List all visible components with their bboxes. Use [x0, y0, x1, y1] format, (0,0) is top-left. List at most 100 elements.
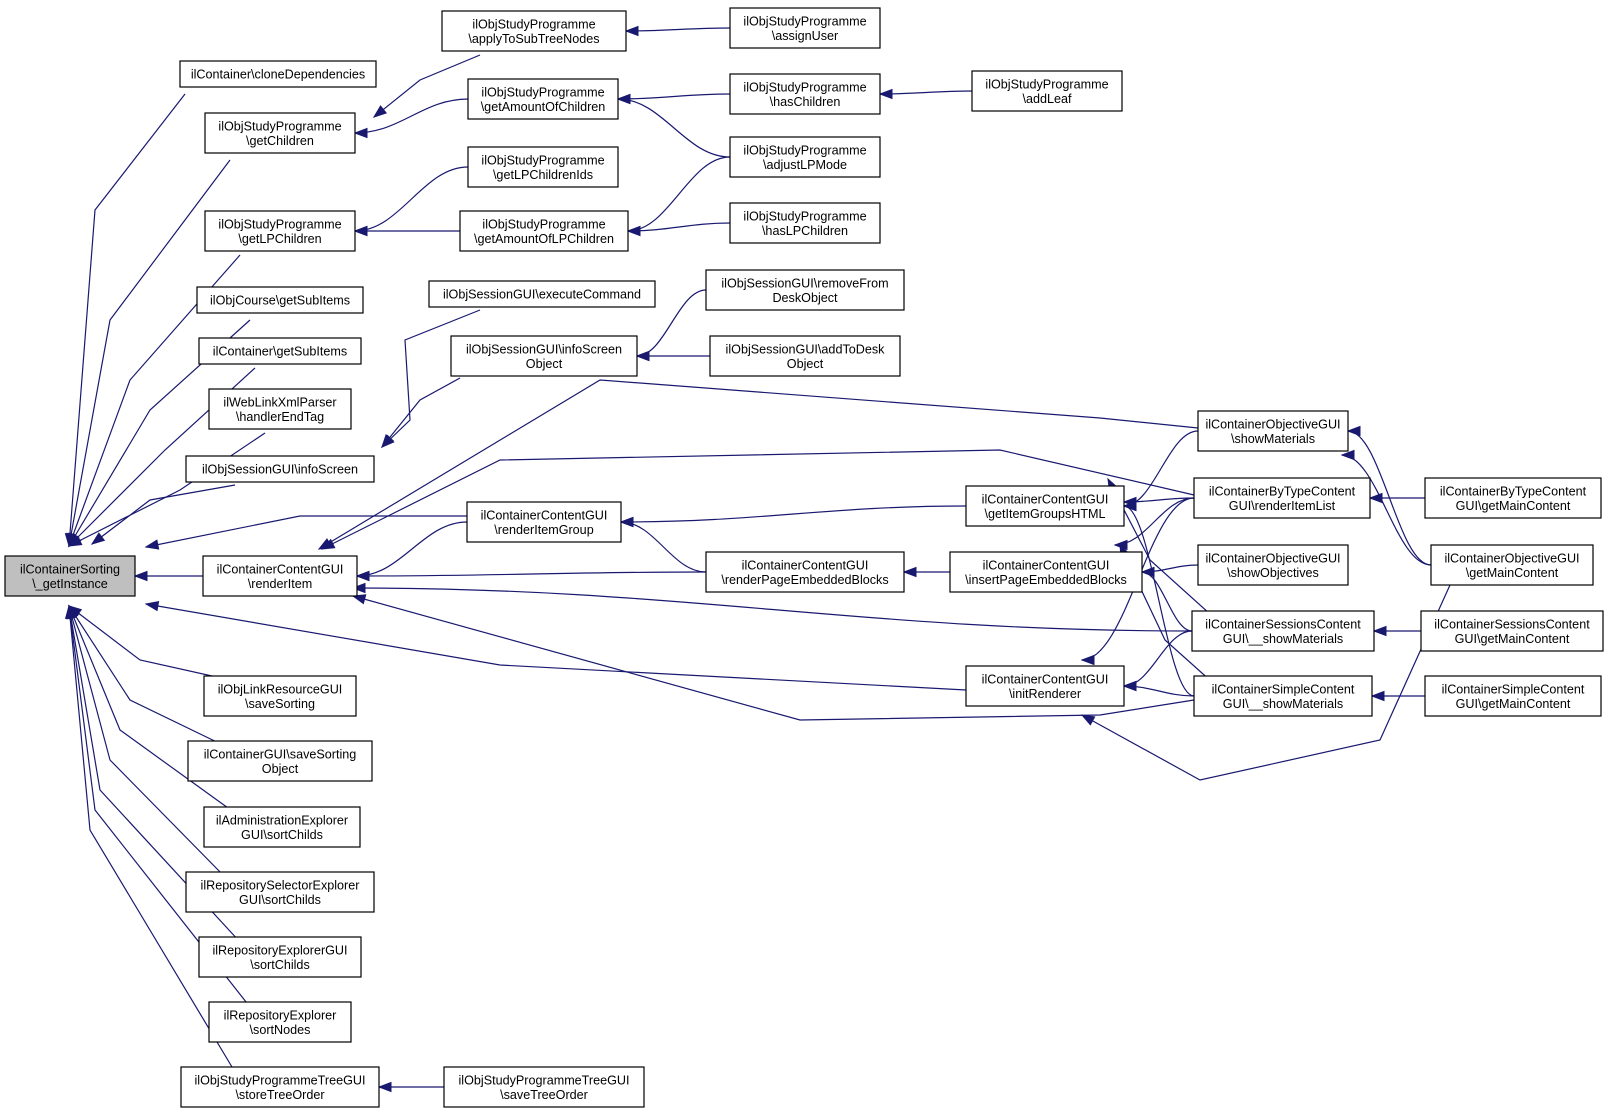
node-n39[interactable]: ilContainerSimpleContentGUI\__showMateri… — [1193, 675, 1373, 717]
arrowhead-n40-to-n36 — [1368, 492, 1383, 504]
node-n15[interactable]: ilObjStudyProgrammeTreeGUI\storeTreeOrde… — [180, 1066, 380, 1108]
node-n30[interactable]: ilContainerContentGUI\renderPageEmbedded… — [705, 551, 905, 593]
node-n36[interactable]: ilContainerByTypeContentGUI\renderItemLi… — [1193, 477, 1371, 519]
node-n26[interactable]: ilObjStudyProgramme\adjustLPMode — [729, 136, 881, 178]
node-root[interactable]: ilContainerSorting\_getInstance — [4, 555, 136, 597]
node-label: \showObjectives — [1227, 566, 1319, 580]
edge-n30-to-n8 — [356, 571, 707, 577]
node-box — [4, 555, 136, 597]
node-box — [187, 740, 373, 782]
node-n33[interactable]: ilContainerContentGUI\insertPageEmbedded… — [949, 551, 1143, 593]
node-n1[interactable]: ilContainer\cloneDependencies — [179, 60, 377, 88]
node-n20[interactable]: ilObjSessionGUI\executeCommand — [428, 280, 656, 308]
node-box — [202, 555, 358, 597]
node-n8[interactable]: ilContainerContentGUI\renderItem — [202, 555, 358, 597]
node-n31[interactable]: ilObjStudyProgramme\addLeaf — [971, 70, 1123, 112]
node-label: \applyToSubTreeNodes — [468, 32, 599, 46]
node-label: ilObjStudyProgramme — [481, 154, 604, 168]
node-n24[interactable]: ilObjStudyProgramme\assignUser — [729, 7, 881, 49]
node-label: ilObjCourse\getSubItems — [210, 294, 350, 308]
arrowhead-n15-to-root — [64, 604, 76, 619]
edge-n32-to-n22 — [620, 505, 967, 523]
node-box — [729, 136, 881, 178]
node-label: ilRepositorySelectorExplorer — [201, 879, 360, 893]
node-box — [208, 1001, 352, 1043]
node-n32[interactable]: ilContainerContentGUI\getItemGroupsHTML — [965, 485, 1125, 527]
arrowhead-n41-to-n35 — [1346, 425, 1361, 437]
edge-n25-to-n17 — [617, 93, 731, 100]
node-label: ilObjStudyProgramme — [218, 218, 341, 232]
node-n22[interactable]: ilContainerContentGUI\renderItemGroup — [466, 501, 622, 543]
node-box — [1420, 610, 1604, 652]
node-label: ilContainerObjectiveGUI — [1205, 552, 1340, 566]
node-n2[interactable]: ilObjStudyProgramme\getChildren — [204, 112, 356, 154]
node-n41[interactable]: ilContainerObjectiveGUI\getMainContent — [1430, 544, 1594, 586]
node-n13[interactable]: ilRepositoryExplorerGUI\sortChilds — [198, 936, 362, 978]
node-label: \getLPChildrenIds — [493, 168, 593, 182]
node-label: ilObjStudyProgramme — [985, 78, 1108, 92]
node-n25[interactable]: ilObjStudyProgramme\hasChildren — [729, 73, 881, 115]
node-box — [450, 335, 638, 377]
node-n16[interactable]: ilObjStudyProgramme\applyToSubTreeNodes — [441, 10, 627, 52]
node-n18[interactable]: ilObjStudyProgramme\getLPChildrenIds — [467, 146, 619, 188]
node-n35[interactable]: ilContainerObjectiveGUI\showMaterials — [1197, 410, 1349, 452]
node-label: ilContainerSessionsContent — [1205, 618, 1361, 632]
node-n34[interactable]: ilContainerContentGUI\initRenderer — [965, 665, 1125, 707]
node-n5[interactable]: ilContainer\getSubItems — [198, 337, 362, 365]
node-box — [185, 455, 375, 483]
arrowhead-layer — [64, 25, 1387, 1093]
node-label: ilObjStudyProgrammeTreeGUI — [195, 1074, 366, 1088]
node-label: \hasLPChildren — [762, 224, 848, 238]
node-label: GUI\getMainContent — [1456, 499, 1571, 513]
node-n19[interactable]: ilObjStudyProgramme\getAmountOfLPChildre… — [459, 210, 629, 252]
node-n14[interactable]: ilRepositoryExplorer\sortNodes — [208, 1001, 352, 1043]
edge-n17-to-n2 — [354, 98, 469, 134]
node-n6[interactable]: ilWebLinkXmlParser\handlerEndTag — [208, 388, 352, 430]
edge-n38-to-n8 — [352, 587, 1193, 632]
node-n23[interactable]: ilObjStudyProgrammeTreeGUI\saveTreeOrder — [443, 1066, 645, 1108]
arrowhead-n8-to-root — [133, 570, 148, 582]
edge-n22-to-n8 — [356, 521, 468, 577]
node-n37[interactable]: ilContainerObjectiveGUI\showObjectives — [1197, 544, 1349, 586]
edge-n16-to-n2 — [373, 54, 481, 118]
node-n7[interactable]: ilObjSessionGUI\infoScreen — [185, 455, 375, 483]
node-label: \getChildren — [246, 134, 314, 148]
node-n3[interactable]: ilObjStudyProgramme\getLPChildren — [204, 210, 356, 252]
node-n17[interactable]: ilObjStudyProgramme\getAmountOfChildren — [467, 78, 619, 120]
node-label: GUI\sortChilds — [239, 893, 321, 907]
node-label: \saveTreeOrder — [500, 1088, 588, 1102]
edge-n41-to-n34 — [1081, 584, 1451, 781]
node-n9[interactable]: ilObjLinkResourceGUI\saveSorting — [203, 675, 357, 717]
node-n43[interactable]: ilContainerSimpleContentGUI\getMainConte… — [1424, 675, 1602, 717]
node-label: \sortNodes — [250, 1023, 311, 1037]
node-label: ilObjSessionGUI\executeCommand — [443, 288, 641, 302]
arrowhead-n17-to-n2 — [353, 127, 368, 139]
node-n42[interactable]: ilContainerSessionsContentGUI\getMainCon… — [1420, 610, 1604, 652]
node-box — [705, 551, 905, 593]
node-box — [203, 675, 357, 717]
node-n38[interactable]: ilContainerSessionsContentGUI\__showMate… — [1191, 610, 1375, 652]
node-n4[interactable]: ilObjCourse\getSubItems — [196, 286, 364, 314]
node-box — [185, 871, 375, 913]
edge-n2-to-root — [68, 159, 231, 547]
node-label: ilContainerGUI\saveSorting — [204, 748, 357, 762]
node-label: \renderItemGroup — [494, 523, 593, 537]
arrowhead-n24-to-n16 — [624, 25, 639, 37]
node-label: ilContainerSorting — [20, 563, 120, 577]
node-label: \getAmountOfLPChildren — [474, 232, 614, 246]
arrowhead-n43-to-n39 — [1370, 690, 1385, 702]
node-label: ilContainerObjectiveGUI — [1205, 418, 1340, 432]
node-label: \showMaterials — [1231, 432, 1315, 446]
arrowhead-n31-to-n25 — [878, 88, 893, 100]
node-label: ilContainerContentGUI — [481, 509, 608, 523]
node-box — [428, 280, 656, 308]
node-n27[interactable]: ilObjStudyProgramme\hasLPChildren — [729, 202, 881, 244]
node-n40[interactable]: ilContainerByTypeContentGUI\getMainConte… — [1424, 477, 1602, 519]
node-n12[interactable]: ilRepositorySelectorExplorerGUI\sortChil… — [185, 871, 375, 913]
